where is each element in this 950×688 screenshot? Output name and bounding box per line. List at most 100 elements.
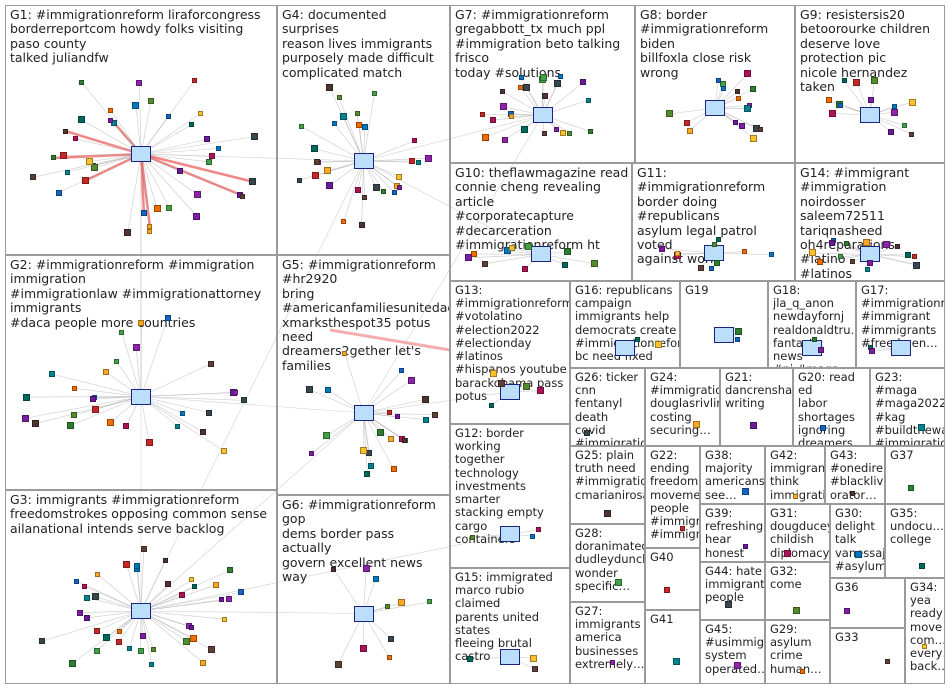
graph-node (838, 103, 843, 108)
graph-node (23, 394, 30, 401)
group-label-g40: G40 (650, 551, 697, 564)
graph-node (189, 122, 194, 127)
graph-node (107, 419, 114, 426)
graph-node (124, 229, 131, 236)
graph-node (119, 330, 124, 335)
graph-node (523, 383, 530, 390)
graph-node (123, 423, 129, 429)
graph-node (588, 129, 593, 134)
graph-node (673, 658, 680, 665)
graph-node (63, 129, 68, 134)
graph-node (735, 89, 740, 94)
graph-node (213, 582, 219, 588)
graph-node (817, 259, 823, 265)
graph-node (92, 593, 99, 600)
graph-node (84, 615, 90, 621)
graph-node (200, 660, 206, 666)
graph-node (733, 120, 738, 125)
graph-node (116, 639, 122, 645)
graph-node (377, 429, 384, 436)
graph-node (467, 656, 473, 662)
graph-node (396, 174, 402, 180)
graph-node (132, 102, 139, 109)
hub-node (131, 603, 151, 619)
graph-node (540, 74, 547, 81)
graph-node (480, 112, 485, 117)
graph-node (818, 347, 824, 353)
graph-node (146, 439, 153, 446)
hub-node (714, 327, 734, 343)
graph-node (123, 561, 130, 568)
graph-node (919, 563, 925, 569)
graph-node (698, 265, 704, 271)
graph-node (192, 78, 197, 83)
graph-node (385, 604, 390, 609)
graph-node (838, 254, 843, 259)
group-label-g20: G20: read ed labor shortages ignoring dr… (798, 371, 867, 446)
graph-node (249, 178, 256, 185)
group-label-g27: G27: immigrants america businesses extre… (575, 605, 642, 671)
graph-node (712, 242, 717, 247)
group-label-g21: G21: dancrensha… writing (725, 371, 790, 411)
graph-node (74, 579, 79, 584)
group-panel-g28: G28: doranimated dudleyduncl… wonder spe… (570, 524, 645, 602)
graph-node (530, 534, 535, 539)
graph-node (742, 249, 747, 254)
graph-node (408, 377, 415, 384)
graph-node (190, 635, 197, 642)
graph-node (489, 403, 494, 408)
graph-node (198, 111, 203, 116)
graph-node (133, 344, 140, 351)
graph-node (902, 123, 907, 128)
graph-node (138, 320, 144, 326)
graph-node (742, 488, 749, 495)
graph-node (909, 99, 916, 106)
graph-node (388, 636, 394, 642)
graph-node (387, 655, 392, 660)
graph-node (227, 567, 233, 573)
graph-node (844, 608, 850, 614)
graph-node (103, 634, 110, 641)
graph-node (666, 110, 673, 117)
graph-node (734, 662, 741, 669)
graph-node (750, 422, 757, 429)
group-panel-g45: G45: #usimmigr… system operated… (700, 620, 765, 684)
graph-node (885, 659, 890, 664)
graph-node (331, 567, 336, 572)
hub-node (500, 649, 520, 665)
group-panel-g10: G10: theflawmagazine read connie cheng r… (450, 163, 632, 281)
graph-node (580, 79, 586, 85)
graph-node (165, 581, 171, 587)
group-panel-g12: G12: border working together technology … (450, 424, 570, 568)
graph-node (567, 131, 572, 136)
group-panel-g7: G7: #immigrationreform gregabbott_tx muc… (450, 5, 635, 163)
graph-node (165, 315, 171, 321)
graph-node (865, 267, 870, 272)
graph-node (829, 240, 835, 246)
graph-node (297, 178, 302, 183)
graph-node (60, 152, 67, 159)
graph-node (388, 436, 394, 442)
graph-node (340, 113, 347, 120)
graph-node (84, 595, 90, 601)
graph-node (77, 610, 83, 616)
graph-node (311, 145, 318, 152)
graph-node (530, 655, 537, 662)
graph-node (183, 638, 190, 645)
graph-node (562, 262, 568, 268)
group-label-g44: G44: hate immigrants people (705, 565, 762, 605)
graph-node (409, 158, 415, 164)
graph-node (192, 584, 197, 589)
graph-node (423, 417, 429, 423)
graph-node (736, 96, 741, 101)
graph-node (78, 116, 85, 123)
graph-node (863, 239, 870, 246)
graph-node (92, 406, 99, 413)
group-panel-g39: G39: refreshing hear honest compassio… (700, 504, 765, 562)
graph-node (373, 576, 379, 582)
graph-node (871, 77, 878, 84)
graph-node (94, 628, 100, 634)
group-label-g30: G30: delight talk vanessaj… #asylum… (835, 507, 882, 573)
graph-node (500, 103, 507, 110)
group-panel-g26: G26: ticker cnn fentanyl death covid #im… (570, 368, 645, 446)
